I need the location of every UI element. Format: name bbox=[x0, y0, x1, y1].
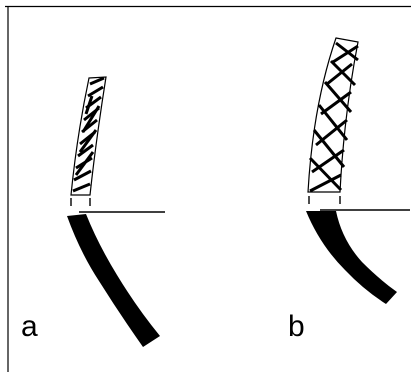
hatching-a bbox=[72, 76, 105, 193]
panel-a: a bbox=[21, 76, 165, 347]
junction-ticks-b bbox=[308, 196, 341, 204]
hatched-segment-a-outline bbox=[70, 76, 107, 196]
panel-label-b: b bbox=[288, 310, 305, 343]
solid-segment-b bbox=[306, 211, 397, 304]
panel-label-a: a bbox=[21, 310, 38, 343]
hatched-segment-a bbox=[70, 76, 107, 196]
panel-b: b bbox=[288, 37, 410, 343]
solid-segment-a bbox=[67, 214, 160, 347]
hatched-segment-b bbox=[307, 37, 359, 193]
junction-ticks-a bbox=[70, 198, 91, 206]
hatching-b bbox=[308, 41, 359, 193]
figure-frame bbox=[5, 5, 411, 372]
